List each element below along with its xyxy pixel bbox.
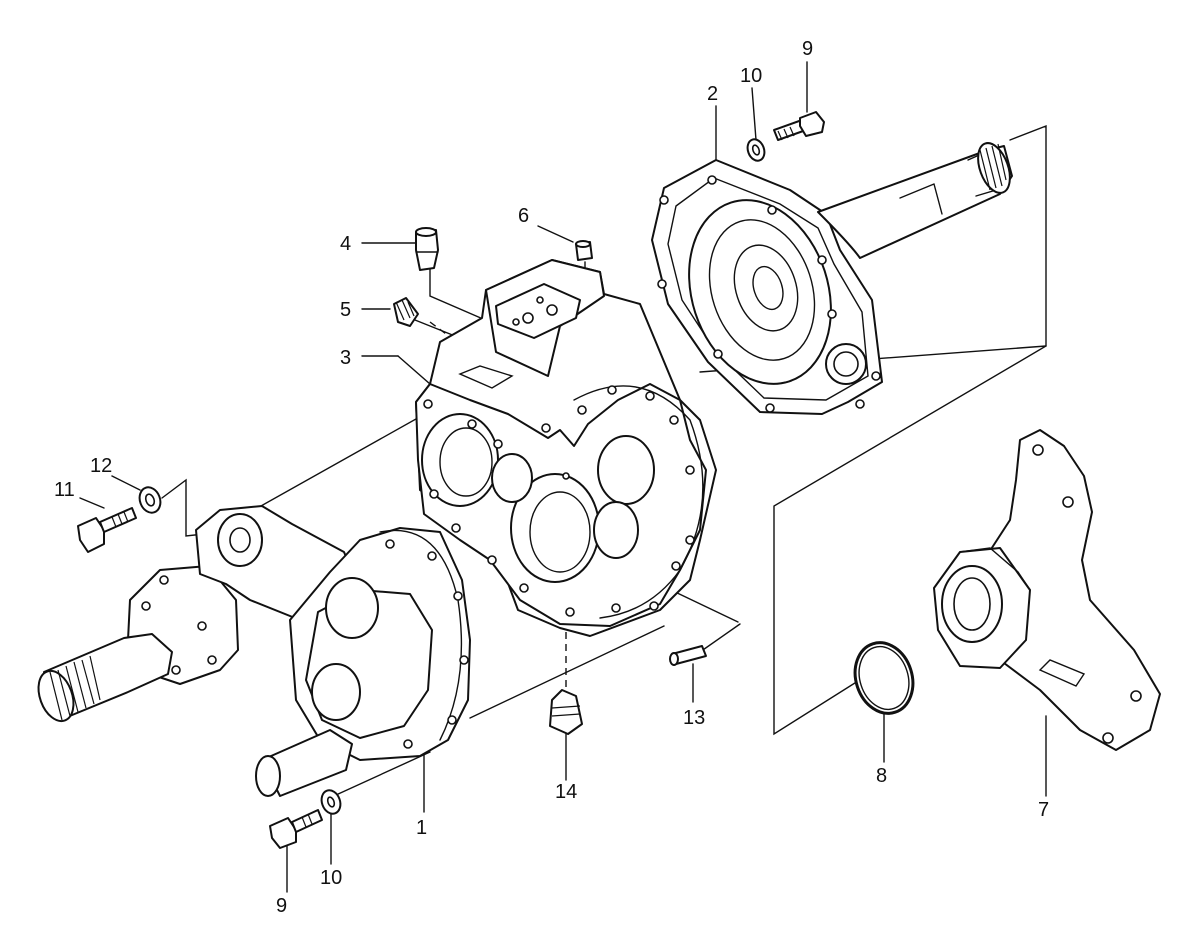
callout-4: 4 — [340, 233, 351, 255]
part-9-bolt-bottom — [269, 809, 323, 849]
part-11-bolt — [77, 507, 137, 553]
callout-9-bottom: 9 — [276, 895, 287, 917]
callout-8: 8 — [876, 765, 887, 787]
callout-9-top: 9 — [802, 38, 813, 60]
part-8-o-ring — [853, 641, 915, 715]
part-14-plug — [549, 689, 583, 735]
callout-13: 13 — [683, 707, 705, 729]
part-5-plug — [393, 297, 419, 327]
callout-3: 3 — [340, 347, 351, 369]
part-7-bearing-bracket — [933, 429, 1161, 751]
part-2-rear-cover — [651, 142, 1013, 415]
part-6-plug — [575, 240, 593, 261]
callout-10-top: 10 — [740, 65, 762, 87]
callout-6: 6 — [518, 205, 529, 227]
callout-12: 12 — [90, 455, 112, 477]
callout-11: 11 — [54, 479, 75, 501]
part-12-washer — [138, 486, 162, 514]
part-10-washer-top — [746, 138, 766, 162]
callout-7: 7 — [1038, 799, 1049, 821]
part-4-fitting — [415, 227, 439, 271]
callout-14: 14 — [555, 781, 577, 803]
callout-10-bottom: 10 — [320, 867, 342, 889]
part-3-main-casing — [415, 259, 717, 637]
part-9-bolt-top — [773, 111, 825, 141]
callout-5: 5 — [340, 299, 351, 321]
callout-1: 1 — [416, 817, 427, 839]
part-13-pin — [669, 645, 707, 666]
callout-2: 2 — [707, 83, 718, 105]
part-10-washer-bottom — [320, 789, 342, 815]
part-1-front-casing — [37, 505, 471, 797]
